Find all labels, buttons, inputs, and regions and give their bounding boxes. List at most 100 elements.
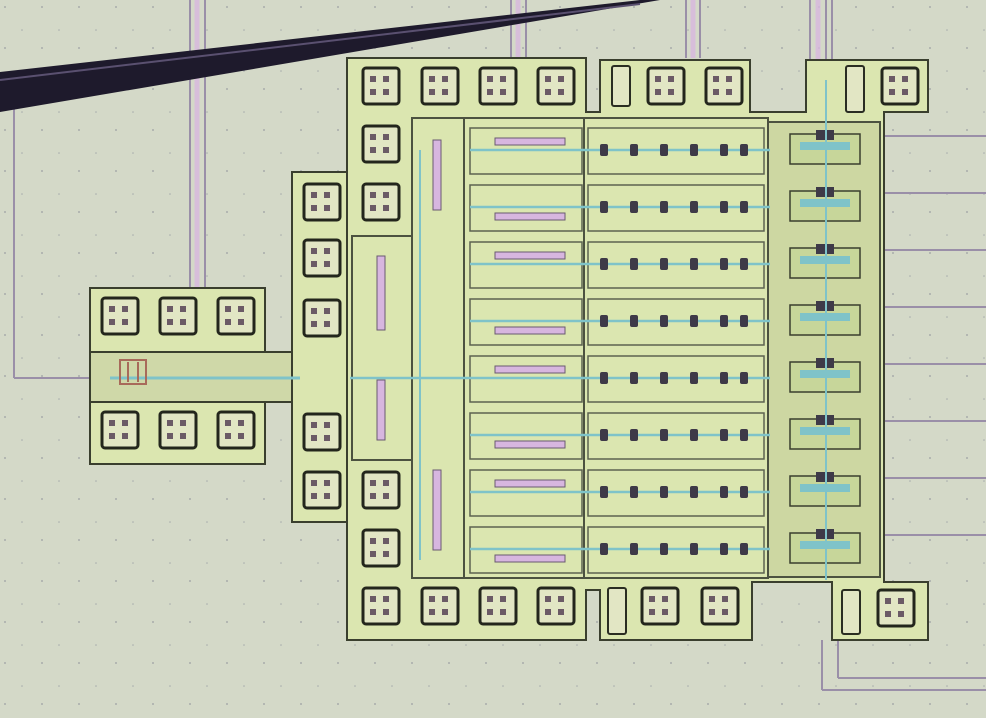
bond-pad (361, 182, 401, 222)
pad-outline (700, 586, 740, 626)
pad-via (370, 551, 376, 557)
pad-outline (361, 182, 401, 222)
pad-via (324, 493, 330, 499)
pad-via (180, 420, 186, 426)
pad-via (545, 609, 551, 615)
row-transistor (660, 258, 668, 270)
row-transistor (720, 429, 728, 441)
pad-via (311, 261, 317, 267)
row-transistor (690, 543, 698, 555)
row-transistor (660, 486, 668, 498)
pad-via (225, 420, 231, 426)
pad-outline (420, 586, 460, 626)
row-transistor (660, 429, 668, 441)
pad-outline (880, 66, 920, 106)
pad-via (429, 89, 435, 95)
row-transistor (740, 543, 748, 555)
pad-outline (302, 298, 342, 338)
pad-outline (216, 410, 256, 450)
pad-via (442, 76, 448, 82)
pad-via (370, 89, 376, 95)
row-transistor (630, 543, 638, 555)
pad-outline (876, 588, 916, 628)
pad-via (500, 89, 506, 95)
row-transistor (600, 543, 608, 555)
pad-via (311, 422, 317, 428)
bond-pad (361, 470, 401, 510)
pad-via (370, 609, 376, 615)
pad-via (885, 611, 891, 617)
pad-via (109, 306, 115, 312)
pad-via (167, 420, 173, 426)
pad-via (726, 76, 732, 82)
pad-via (383, 134, 389, 140)
pad-via (225, 319, 231, 325)
pad-via (180, 319, 186, 325)
pad-via (238, 319, 244, 325)
row-transistor (740, 144, 748, 156)
bond-pad (478, 586, 518, 626)
pad-via (889, 89, 895, 95)
pad-outline (361, 66, 401, 106)
row-transistor (600, 372, 608, 384)
pad-outline (302, 238, 342, 278)
pad-via (122, 420, 128, 426)
pad-via (898, 598, 904, 604)
pad-outline (478, 586, 518, 626)
pad-via (122, 433, 128, 439)
amplifier-row-stack (350, 80, 861, 580)
pad-via (487, 609, 493, 615)
row-transistor (630, 429, 638, 441)
pad-outline (478, 66, 518, 106)
row-transistor (690, 315, 698, 327)
pad-via (383, 205, 389, 211)
pad-via (238, 306, 244, 312)
row-transistor (690, 144, 698, 156)
pad-via (662, 609, 668, 615)
bond-pad (876, 588, 916, 628)
probe-highlight (0, 3, 641, 81)
pad-via (383, 147, 389, 153)
pad-via (324, 422, 330, 428)
bond-pad (361, 528, 401, 568)
row-transistor (690, 486, 698, 498)
row-transistor (630, 258, 638, 270)
pad-via (709, 609, 715, 615)
pad-via (649, 596, 655, 602)
pad-via (311, 308, 317, 314)
bond-pad (478, 66, 518, 106)
pad-via (370, 134, 376, 140)
pad-outline (302, 182, 342, 222)
pad-via (383, 493, 389, 499)
row-transistor (720, 543, 728, 555)
row-transistor (600, 315, 608, 327)
row-transistor (630, 315, 638, 327)
row-transistor (630, 144, 638, 156)
pad-via (324, 248, 330, 254)
substrate-interconnects (13, 0, 986, 691)
row-transistor (720, 315, 728, 327)
row-transistor (660, 543, 668, 555)
row-transistor (630, 201, 638, 213)
pad-via (383, 551, 389, 557)
pad-outline (536, 66, 576, 106)
bar-pads (607, 65, 865, 635)
pad-via (429, 596, 435, 602)
bond-pad (536, 66, 576, 106)
pad-via (902, 89, 908, 95)
row-transistor (600, 258, 608, 270)
pad-via (429, 609, 435, 615)
pad-via (324, 192, 330, 198)
pad-outline (302, 412, 342, 452)
row-transistor (740, 201, 748, 213)
pad-via (167, 306, 173, 312)
pad-via (383, 596, 389, 602)
pad-via (558, 609, 564, 615)
pad-via (370, 205, 376, 211)
pad-via (668, 76, 674, 82)
row-resistor (494, 212, 566, 221)
pad-outline (361, 586, 401, 626)
row-resistor (494, 479, 566, 488)
pad-via (500, 596, 506, 602)
